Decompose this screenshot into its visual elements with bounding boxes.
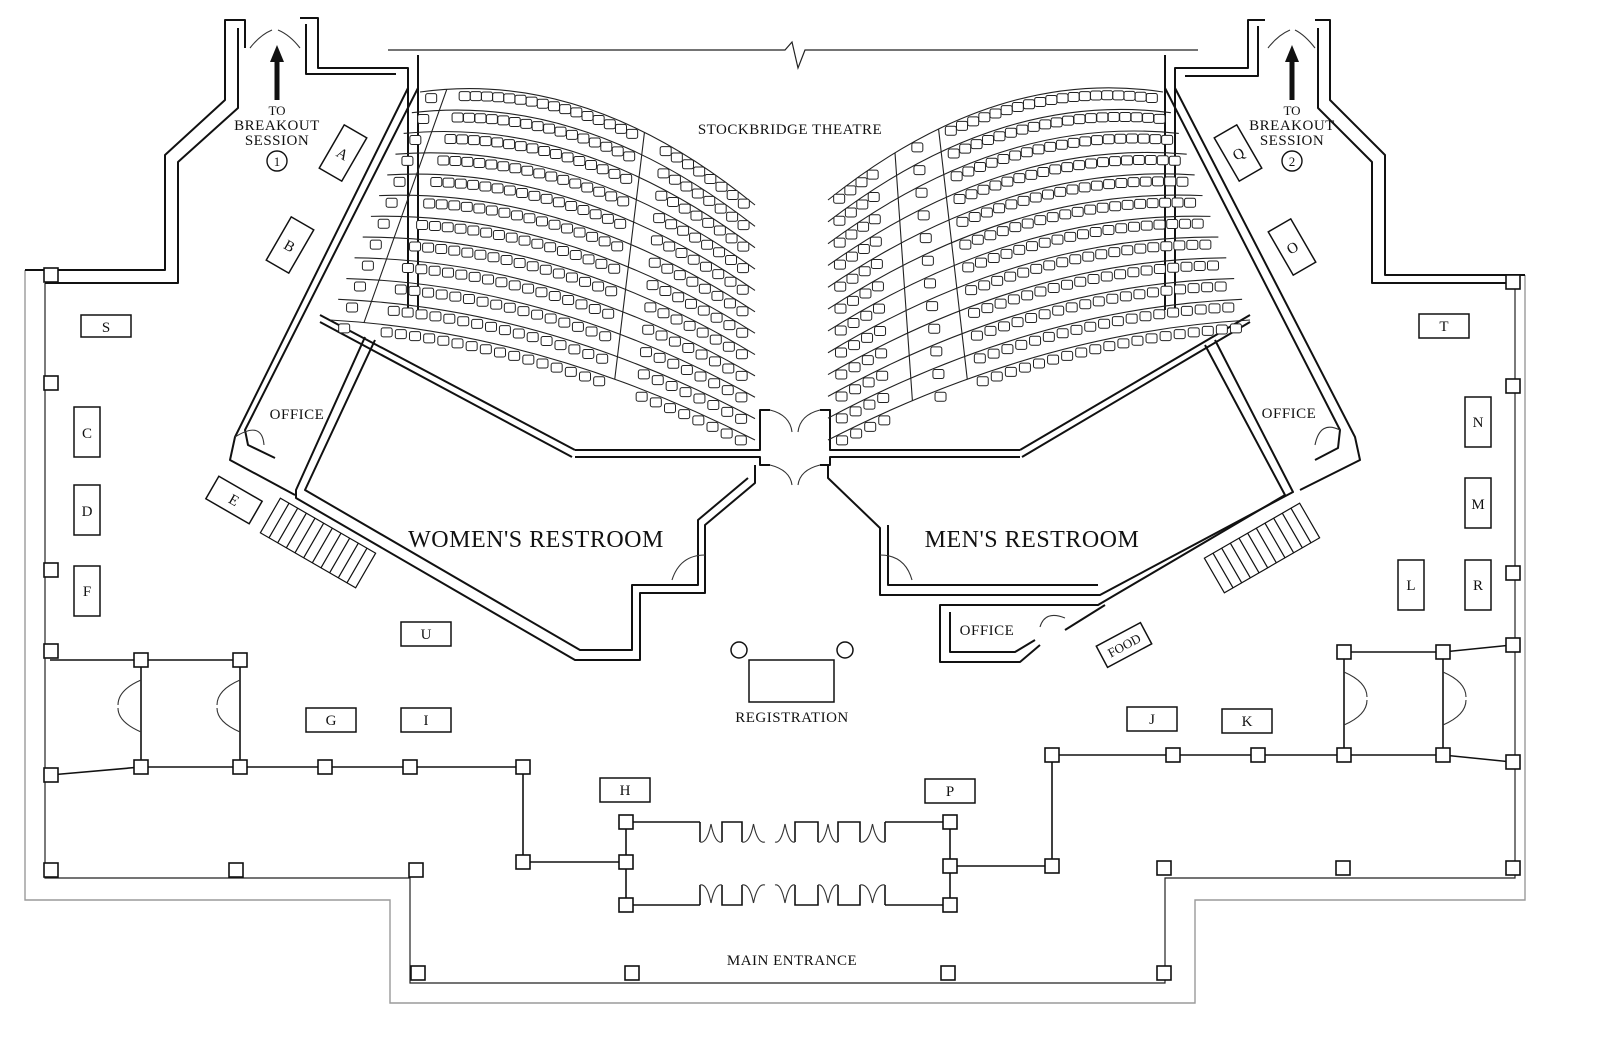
right-corridor-walls [1164, 19, 1525, 310]
womens-restroom-label: WOMEN'S RESTROOM [408, 527, 664, 553]
booth-N[interactable]: N [1464, 396, 1492, 448]
booth-C-label: C [82, 426, 92, 442]
stairs-right [1203, 502, 1321, 594]
building-outline [24, 270, 1526, 1004]
breakout-doors [249, 29, 1316, 49]
seating-left [329, 88, 756, 446]
seating-right [827, 87, 1251, 446]
breakout-arrow-left [270, 45, 284, 100]
booth-L-label: L [1406, 578, 1415, 594]
breakout-right-line2: BREAKOUT [1249, 118, 1335, 134]
booth-S[interactable]: S [80, 314, 132, 338]
booth-P[interactable]: P [924, 778, 976, 804]
booth-S-label: S [102, 320, 110, 336]
breakout-arrow-right [1285, 45, 1299, 100]
booth-T[interactable]: T [1418, 313, 1470, 339]
theatre-title: STOCKBRIDGE THEATRE [698, 122, 882, 138]
side-lobby-doors [117, 671, 1467, 733]
booth-D[interactable]: D [73, 484, 101, 536]
booth-B[interactable]: B [265, 215, 315, 275]
booth-H[interactable]: H [599, 777, 651, 803]
booth-M-label: M [1471, 497, 1484, 513]
booth-Q[interactable]: Q [1213, 123, 1263, 183]
womens-restroom-walls [295, 336, 756, 661]
booth-U[interactable]: U [400, 621, 452, 647]
columns [43, 267, 1521, 981]
booth-P-label: P [946, 784, 954, 800]
breakout-left-line1: TO [268, 103, 285, 118]
theatre-walls [229, 87, 1361, 496]
booth-U-label: U [421, 627, 432, 643]
booth-N-label: N [1473, 415, 1484, 431]
booths: A B Q O E S C D [73, 123, 1492, 804]
breakout-right-line1: TO [1283, 103, 1300, 118]
stairs-left [259, 497, 377, 589]
breakout-label-left: TO BREAKOUT SESSION 1 [234, 103, 320, 172]
entrance-doors [699, 821, 886, 906]
booth-C[interactable]: C [73, 406, 101, 458]
breakout-right-line3: SESSION [1260, 133, 1324, 149]
breakout-left-line2: BREAKOUT [234, 118, 320, 134]
breakout-label-right: TO BREAKOUT SESSION 2 [1249, 103, 1335, 172]
stage-edge [388, 40, 1198, 71]
registration-desk: REGISTRATION [730, 641, 854, 726]
booth-R-label: R [1473, 578, 1483, 594]
breakout-right-number: 2 [1289, 154, 1296, 169]
booth-F-label: F [83, 584, 91, 600]
registration-label: REGISTRATION [735, 710, 849, 726]
food-station[interactable]: FOOD [1095, 621, 1153, 669]
booth-J[interactable]: J [1126, 706, 1178, 732]
theatre-center-doors [769, 409, 821, 486]
main-entrance-label: MAIN ENTRANCE [727, 953, 857, 969]
booth-A[interactable]: A [318, 123, 368, 183]
booth-E[interactable]: E [204, 475, 264, 525]
mens-restroom-walls [827, 339, 1294, 663]
booth-H-label: H [620, 783, 631, 799]
booth-T-label: T [1439, 319, 1448, 335]
breakout-left-number: 1 [274, 154, 281, 169]
office-left-label: OFFICE [270, 407, 325, 423]
booth-K-label: K [1242, 714, 1253, 730]
booth-G-label: G [326, 713, 337, 729]
booth-R[interactable]: R [1464, 559, 1492, 611]
booth-K[interactable]: K [1221, 708, 1273, 734]
restroom-doors [234, 426, 1341, 628]
booth-J-label: J [1149, 712, 1155, 728]
breakout-left-line3: SESSION [245, 133, 309, 149]
booth-M[interactable]: M [1464, 477, 1492, 529]
booth-G[interactable]: G [305, 707, 357, 733]
office-right-label: OFFICE [1262, 406, 1317, 422]
booth-I[interactable]: I [400, 707, 452, 733]
booth-O[interactable]: O [1267, 217, 1317, 277]
office-bottom-label: OFFICE [960, 623, 1015, 639]
booth-F[interactable]: F [73, 565, 101, 617]
booth-I-label: I [424, 713, 429, 729]
mens-restroom-label: MEN'S RESTROOM [925, 527, 1140, 553]
booth-L[interactable]: L [1397, 559, 1425, 611]
left-corridor-walls [25, 17, 419, 310]
booth-D-label: D [82, 504, 93, 520]
